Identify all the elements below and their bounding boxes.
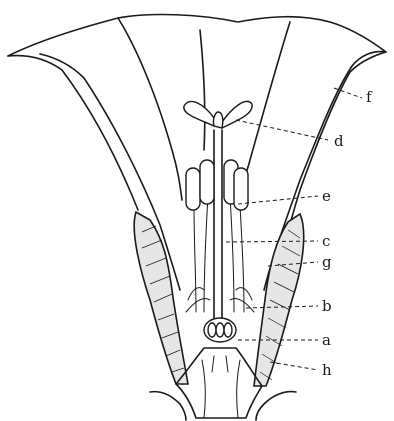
leader-e xyxy=(238,196,318,204)
label-g: g xyxy=(322,253,332,271)
ovule xyxy=(208,323,216,337)
anther xyxy=(200,160,214,204)
left-sepal-shape xyxy=(134,212,188,384)
left-sepal xyxy=(134,212,188,384)
labels: d e c f g b a h xyxy=(322,88,373,379)
label-c: c xyxy=(322,232,330,250)
label-f: f xyxy=(366,88,373,106)
label-a: a xyxy=(322,331,331,349)
filament xyxy=(204,196,208,312)
stamens xyxy=(186,160,252,312)
right-sepal-shape xyxy=(254,214,304,386)
filament xyxy=(194,206,196,312)
base-right-flare xyxy=(256,392,296,420)
right-sepal xyxy=(254,214,304,386)
corolla-center-fold xyxy=(200,30,205,150)
leader-d xyxy=(236,120,328,140)
stigma-right-lobe xyxy=(222,101,252,128)
receptacle-outline xyxy=(176,348,262,418)
filament xyxy=(240,206,244,312)
base-left-flare xyxy=(150,392,186,420)
style xyxy=(214,130,222,318)
ovule xyxy=(224,323,232,337)
label-d: d xyxy=(334,132,344,150)
stigma-center xyxy=(213,112,222,128)
filament xyxy=(230,196,234,312)
label-h: h xyxy=(322,361,332,379)
label-b: b xyxy=(322,297,332,315)
stigma-left-lobe xyxy=(184,102,214,126)
label-e: e xyxy=(322,187,331,205)
leader-h xyxy=(270,362,318,370)
corolla-left-fold xyxy=(118,18,182,200)
ovule xyxy=(216,323,224,337)
corolla-left-outer-edge xyxy=(8,56,138,210)
anther xyxy=(186,168,200,210)
